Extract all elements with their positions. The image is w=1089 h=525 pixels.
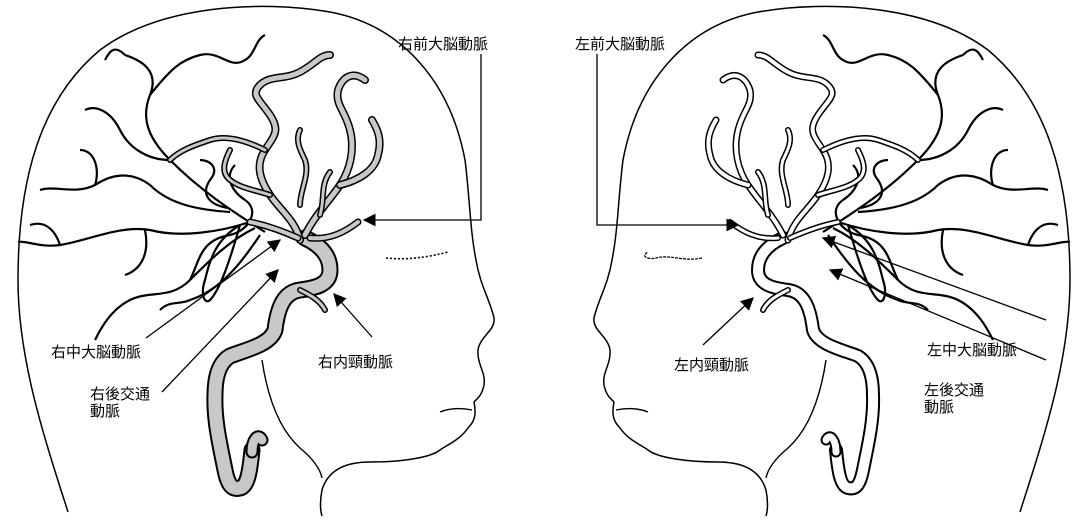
label-left-ica: 左内頸動脈: [674, 357, 749, 374]
jaw-line: [766, 360, 826, 478]
black-branches: [18, 35, 265, 340]
mouth-line: [440, 409, 472, 412]
label-left-pcom-line1: 左後交通: [924, 382, 984, 399]
label-right-ica: 右内頸動脈: [318, 354, 393, 371]
head-left-profile: [594, 6, 1070, 516]
mouth-line: [616, 409, 648, 412]
head-right-profile: [18, 6, 494, 516]
eye-line: [645, 252, 702, 259]
left-artery-tree: [708, 55, 918, 488]
label-left-aca: 左前大脳動脈: [575, 36, 665, 53]
label-left-pcom: 左後交通 動脈: [924, 382, 984, 416]
jaw-line: [262, 360, 322, 478]
label-right-pcom-line2: 動脈: [90, 403, 150, 420]
eye-line: [386, 252, 448, 259]
arrow-left-aca: [597, 54, 738, 225]
left-arrows: [597, 54, 1046, 360]
arrow-left-ica: [703, 298, 753, 345]
arrow-left-mca: [823, 238, 1046, 320]
label-right-pcom: 右後交通 動脈: [90, 386, 150, 420]
arrow-right-ica: [334, 294, 372, 337]
label-right-pcom-line1: 右後交通: [90, 386, 150, 403]
label-right-aca: 右前大脳動脈: [398, 36, 488, 53]
label-left-pcom-line2: 動脈: [924, 399, 984, 416]
black-branches: [823, 35, 1070, 340]
label-right-mca: 右中大脳動脈: [51, 344, 141, 361]
right-artery-tree: [170, 55, 380, 488]
label-left-mca: 左中大脳動脈: [927, 342, 1017, 359]
